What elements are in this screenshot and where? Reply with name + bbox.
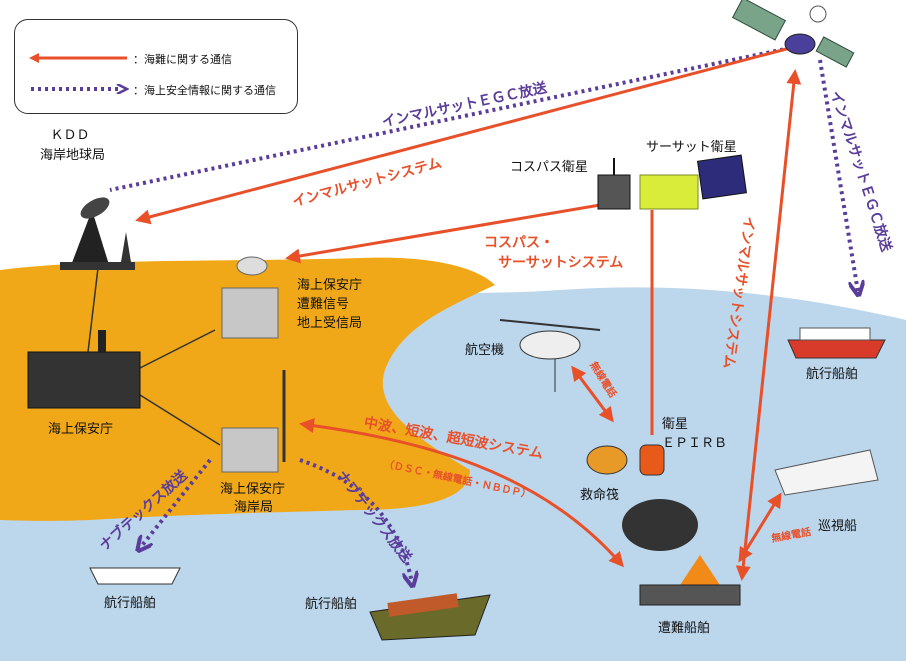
jcg-station-label-1: 海上保安庁	[297, 278, 363, 293]
kdd-label-1: ＫＤＤ	[50, 128, 90, 143]
ship-icon	[89, 567, 181, 585]
link-coast-hq	[139, 394, 221, 446]
legend: ：海難に関する通信 ：海上安全情報に関する通信	[14, 19, 298, 114]
aircraft-raft-arrow	[571, 365, 614, 423]
building-icon	[27, 330, 141, 409]
legend-distress-label: ：海難に関する通信	[133, 53, 232, 66]
epirb-buoy-icon	[639, 444, 665, 476]
cospas-sarsat-label-2: サーサットシステム	[498, 255, 624, 271]
jcg-hq-label: 海上保安庁	[48, 422, 114, 437]
inmarsat-system-arrow	[135, 46, 791, 225]
legend-distress-swatch	[29, 53, 127, 63]
cospas-label: コスパス衛星	[510, 160, 589, 175]
sarsat-label: サーサット衛星	[646, 140, 737, 155]
patrol-ship-icon	[774, 449, 879, 496]
navtex-left-arrow	[140, 458, 212, 548]
ship-right-label: 航行船舶	[806, 367, 859, 382]
legend-safety-swatch	[31, 84, 129, 94]
cargo-ship-icon	[369, 593, 491, 641]
patrol-distress-arrow	[738, 492, 782, 563]
link-station-hq	[139, 329, 216, 369]
liferaft-icon	[586, 445, 628, 475]
radio-tower-icon	[221, 370, 286, 473]
mf-hf-arrow	[299, 418, 624, 568]
cospas-sarsat-arrow	[285, 203, 601, 264]
link-kdd-hq	[87, 267, 99, 353]
helicopter-icon	[499, 319, 601, 392]
jcg-station-label-3: 地上受信局	[297, 316, 363, 331]
epirb-label-2: ＥＰＩＲＢ	[662, 436, 728, 451]
aircraft-label: 航空機	[465, 343, 505, 358]
cospas-sarsat-label-1: コスパス・	[484, 235, 554, 251]
distress-ship-label: 遭難船舶	[658, 621, 711, 636]
burning-ship-icon	[622, 499, 741, 606]
ship-left-label: 航行船舶	[104, 596, 157, 611]
coast-station-label-1: 海上保安庁	[220, 482, 286, 497]
coast-station-label-2: 海岸局	[234, 500, 274, 515]
cospas-satellite-icon	[597, 158, 631, 210]
liferaft-label: 救命筏	[580, 488, 620, 503]
ship-icon	[787, 327, 886, 359]
kdd-label-2: 海岸地球局	[40, 148, 106, 163]
patrol-ship-label: 巡視船	[818, 519, 858, 534]
ship-center-label: 航行船舶	[305, 597, 358, 612]
epirb-label-1: 衛星	[662, 417, 689, 432]
jcg-station-label-2: 遭難信号	[297, 297, 350, 312]
inmarsat-satellite-icon	[731, 0, 855, 68]
legend-safety-label: ：海上安全情報に関する通信	[133, 84, 276, 97]
antenna-dish-icon	[60, 197, 135, 270]
building-icon	[221, 256, 279, 339]
sarsat-satellite-icon	[639, 154, 747, 210]
